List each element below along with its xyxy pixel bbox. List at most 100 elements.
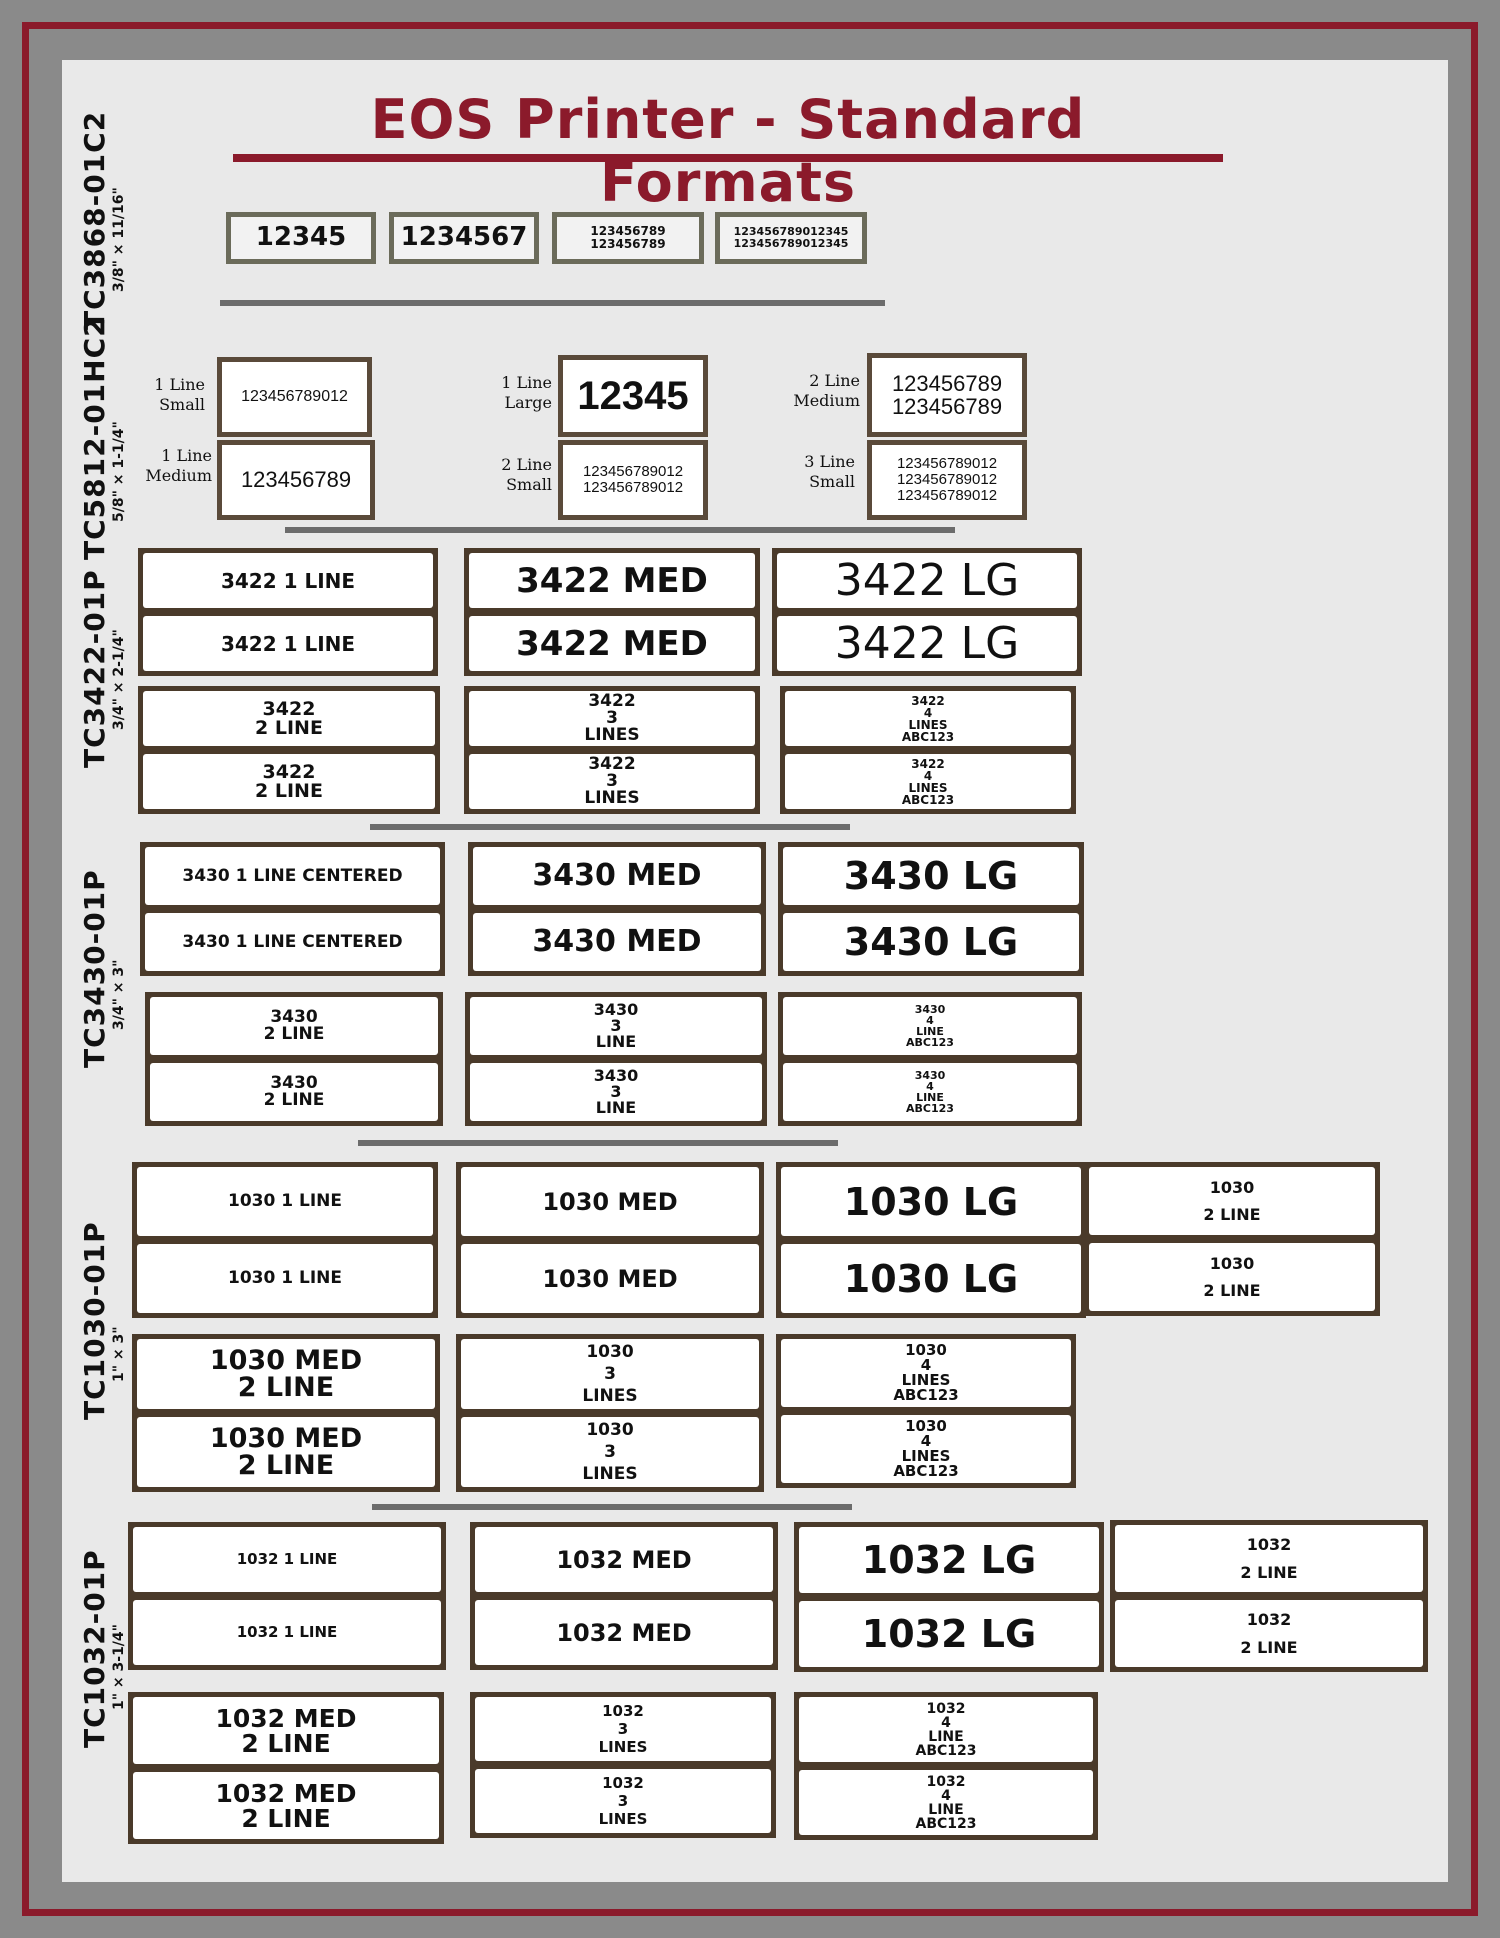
title-underline <box>233 154 1223 162</box>
tc1030-card: 1030 1 LINE 1030 1 LINE <box>132 1162 438 1318</box>
tc5812-tag: 123456789012 123456789012 <box>558 440 708 520</box>
section-label-tc5812: TC5812-01HC2 5/8" × 1-1/4" <box>78 316 127 560</box>
section-size: 3/4" × 2-1/4" <box>111 629 127 730</box>
tc3430-card: 3430 MED 3430 MED <box>468 842 766 976</box>
label-pane: 3422 4 LINES ABC123 <box>785 754 1071 809</box>
label-pane: 3430 2 LINE <box>150 1063 438 1121</box>
tc1032-card: 1032 MED 2 LINE 1032 MED 2 LINE <box>128 1692 444 1844</box>
section-size: 1" × 3-1/4" <box>111 1624 127 1710</box>
section-size: 1" × 3" <box>111 1326 127 1382</box>
label-pane: 3430 1 LINE CENTERED <box>145 913 440 971</box>
section-code: TC3430-01P <box>78 869 111 1068</box>
tc5812-tag: 12345 <box>558 355 708 437</box>
tc1032-card: 1032 1 LINE 1032 1 LINE <box>128 1522 446 1670</box>
tc1032-card: 1032 4 LINE ABC123 1032 4 LINE ABC123 <box>794 1692 1098 1840</box>
tc1030-card: 1030 LG 1030 LG <box>776 1162 1086 1318</box>
section-code: TC5812-01HC2 <box>78 316 111 560</box>
label-pane: 1030 3 LINES <box>461 1417 759 1487</box>
tc3430-card: 3430 3 LINE 3430 3 LINE <box>465 992 767 1126</box>
section-label-tc1030: TC1030-01P 1" × 3" <box>78 1221 127 1420</box>
label-pane: 1032 3 LINES <box>475 1697 771 1761</box>
label-pane: 1032 LG <box>799 1527 1099 1593</box>
label-pane: 3422 2 LINE <box>143 754 435 809</box>
tc3868-tag: 123456789012345 123456789012345 <box>715 212 867 264</box>
tc3868-tag: 1234567 <box>389 212 539 264</box>
section-code: TC3868-01C2 <box>78 110 111 330</box>
label-pane: 1032 MED 2 LINE <box>133 1772 439 1839</box>
label-pane: 1032 MED 2 LINE <box>133 1697 439 1764</box>
label-pane: 1032 MED <box>475 1527 773 1592</box>
label-pane: 1032 1 LINE <box>133 1600 441 1665</box>
label-pane: 3430 MED <box>473 913 761 971</box>
tc5812-tag: 123456789012 <box>217 357 372 437</box>
tc5812-tag: 123456789 <box>217 440 375 520</box>
tc1032-card: 1032 LG 1032 LG <box>794 1522 1104 1672</box>
label-pane: 3430 2 LINE <box>150 997 438 1055</box>
separator <box>285 527 955 533</box>
label-pane: 1030 4 LINES ABC123 <box>781 1339 1071 1407</box>
tc1030-card: 1030 MED 1030 MED <box>456 1162 764 1318</box>
label-pane: 1030 1 LINE <box>137 1167 433 1236</box>
label-pane: 3430 LG <box>783 913 1079 971</box>
section-label-tc3430: TC3430-01P 3/4" × 3" <box>78 869 127 1068</box>
label-pane: 3430 3 LINE <box>470 1063 762 1121</box>
label-pane: 1032 MED <box>475 1600 773 1665</box>
section-size: 5/8" × 1-1/4" <box>111 421 127 522</box>
tc1032-card: 1032 3 LINES 1032 3 LINES <box>470 1692 776 1838</box>
separator <box>358 1140 838 1146</box>
tc1030-card: 1030 4 LINES ABC123 1030 4 LINES ABC123 <box>776 1334 1076 1488</box>
tc3422-card: 3422 4 LINES ABC123 3422 4 LINES ABC123 <box>780 686 1076 814</box>
label-pane: 1030 2 LINE <box>1089 1167 1375 1235</box>
format-label: 1 Line Large <box>501 373 552 412</box>
tc1030-card: 1030 3 LINES 1030 3 LINES <box>456 1334 764 1492</box>
label-pane: 1030 LG <box>781 1244 1081 1313</box>
label-pane: 3422 1 LINE <box>143 616 433 671</box>
label-pane: 3430 LG <box>783 847 1079 905</box>
label-pane: 1030 MED 2 LINE <box>137 1339 435 1409</box>
separator <box>220 300 885 306</box>
section-code: TC1032-01P <box>78 1549 111 1748</box>
tc3868-tag: 12345 <box>226 212 376 264</box>
tc3868-tag: 123456789 123456789 <box>552 212 704 264</box>
section-size: 3/8" × 11/16" <box>111 187 127 292</box>
label-pane: 1032 4 LINE ABC123 <box>799 1770 1093 1835</box>
label-pane: 3430 4 LINE ABC123 <box>783 997 1077 1055</box>
tc3422-card: 3422 3 LINES 3422 3 LINES <box>464 686 760 814</box>
page-title: EOS Printer - Standard Formats <box>370 88 1086 214</box>
format-label: 1 Line Small <box>154 375 205 414</box>
format-label: 2 Line Medium <box>793 371 860 410</box>
tc3430-card: 3430 2 LINE 3430 2 LINE <box>145 992 443 1126</box>
section-label-tc1032: TC1032-01P 1" × 3-1/4" <box>78 1549 127 1748</box>
label-pane: 1032 4 LINE ABC123 <box>799 1697 1093 1762</box>
tc5812-tag: 123456789012 123456789012 123456789012 <box>867 440 1027 520</box>
label-pane: 3422 MED <box>469 616 755 671</box>
label-pane: 3422 3 LINES <box>469 691 755 746</box>
label-pane: 1032 1 LINE <box>133 1527 441 1592</box>
label-pane: 3422 LG <box>777 553 1077 608</box>
label-pane: 3422 2 LINE <box>143 691 435 746</box>
label-pane: 1032 2 LINE <box>1115 1600 1423 1667</box>
label-pane: 1030 MED 2 LINE <box>137 1417 435 1487</box>
label-pane: 3430 MED <box>473 847 761 905</box>
format-label: 3 Line Small <box>804 452 855 491</box>
tc3422-card: 3422 2 LINE 3422 2 LINE <box>138 686 440 814</box>
label-pane: 1030 3 LINES <box>461 1339 759 1409</box>
format-label: 2 Line Small <box>501 455 552 494</box>
tc1030-card: 1030 MED 2 LINE 1030 MED 2 LINE <box>132 1334 440 1492</box>
tc3430-card: 3430 4 LINE ABC123 3430 4 LINE ABC123 <box>778 992 1082 1126</box>
label-pane: 3430 1 LINE CENTERED <box>145 847 440 905</box>
label-pane: 1030 MED <box>461 1244 759 1313</box>
label-pane: 1032 3 LINES <box>475 1769 771 1833</box>
section-label-tc3422: TC3422-01P 3/4" × 2-1/4" <box>78 569 127 768</box>
separator <box>370 824 850 830</box>
tc5812-tag: 123456789 123456789 <box>867 353 1027 437</box>
tc1032-card: 1032 MED 1032 MED <box>470 1522 778 1670</box>
label-pane: 1030 2 LINE <box>1089 1243 1375 1311</box>
label-pane: 1030 LG <box>781 1167 1081 1236</box>
label-pane: 3422 MED <box>469 553 755 608</box>
label-pane: 3422 LG <box>777 616 1077 671</box>
label-pane: 1030 MED <box>461 1167 759 1236</box>
label-pane: 1030 1 LINE <box>137 1244 433 1313</box>
tc3422-card: 3422 LG 3422 LG <box>772 548 1082 676</box>
label-pane: 3422 4 LINES ABC123 <box>785 691 1071 746</box>
